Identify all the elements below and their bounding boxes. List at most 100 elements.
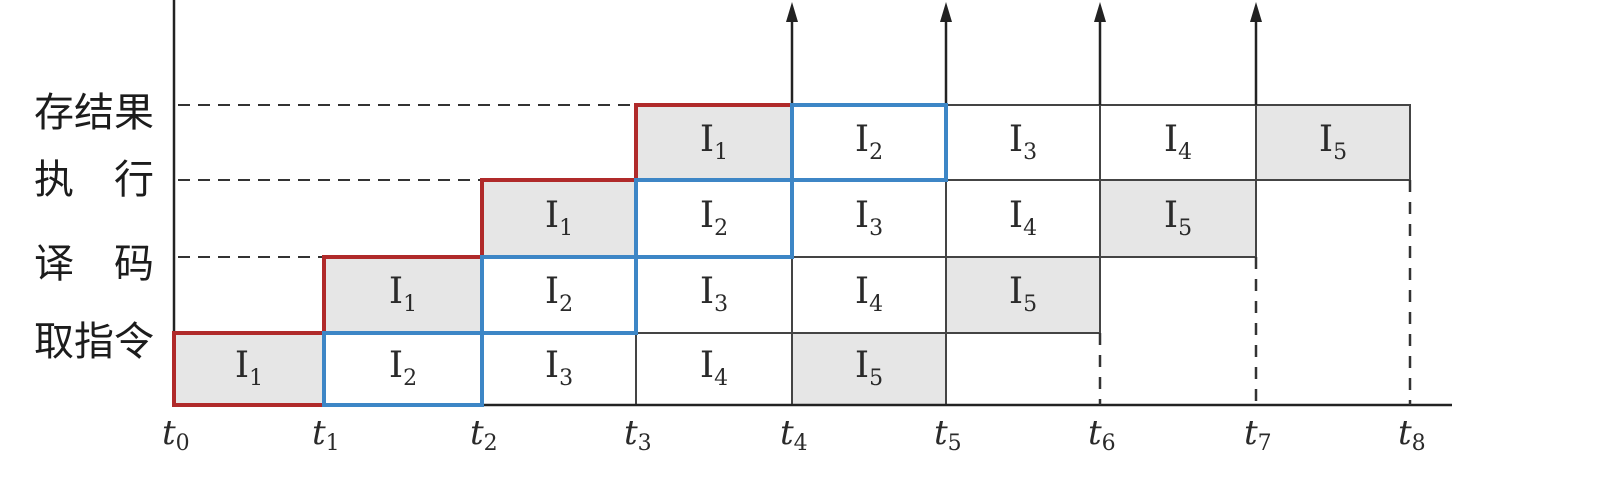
cell-label-index: 2 bbox=[714, 215, 729, 241]
time-tick-index: 0 bbox=[175, 431, 190, 456]
time-tick-symbol: t bbox=[312, 413, 326, 453]
cell-label-index: 1 bbox=[714, 139, 729, 165]
cell-label-symbol: I bbox=[699, 345, 715, 386]
cell-label-I2-decode: I2 bbox=[545, 274, 573, 316]
time-tick-label-t2: t2 bbox=[470, 416, 498, 455]
cell-label-index: 1 bbox=[559, 215, 574, 241]
cell-label-symbol: I bbox=[1008, 271, 1024, 312]
time-tick-symbol: t bbox=[780, 413, 794, 453]
cell-label-I1-store: I1 bbox=[699, 118, 729, 165]
time-tick-label-t0: t0 bbox=[162, 416, 190, 455]
cell-label-index: 3 bbox=[1023, 139, 1038, 165]
cell-label-index: 5 bbox=[1023, 292, 1038, 317]
cell-label-index: 1 bbox=[403, 292, 418, 317]
time-tick-symbol: t bbox=[1088, 413, 1102, 453]
time-tick-label-t1: t1 bbox=[312, 416, 340, 455]
time-tick-label-t7: t7 bbox=[1244, 416, 1272, 455]
time-tick-index: 6 bbox=[1101, 431, 1116, 456]
time-tick-index: 5 bbox=[947, 431, 962, 456]
cell-label-I4-store: I4 bbox=[1163, 118, 1193, 165]
cell-label-symbol: I bbox=[544, 271, 560, 312]
cell-label-index: 2 bbox=[869, 139, 884, 165]
cell-label-symbol: I bbox=[388, 271, 404, 312]
cell-label-index: 3 bbox=[559, 366, 574, 391]
cell-label-I2-store: I2 bbox=[854, 118, 884, 165]
cell-label-index: 5 bbox=[1333, 139, 1348, 165]
shaded-cell-I5-store bbox=[1256, 105, 1410, 180]
time-tick-index: 2 bbox=[483, 431, 498, 456]
cell-label-I4-decode: I4 bbox=[855, 274, 883, 316]
cell-label-index: 5 bbox=[1178, 215, 1193, 241]
time-tick-label-t8: t8 bbox=[1398, 416, 1426, 455]
cell-label-symbol: I bbox=[234, 345, 250, 386]
cell-label-I5-fetch: I5 bbox=[855, 348, 883, 390]
cell-label-index: 3 bbox=[714, 292, 729, 317]
cell-label-index: 2 bbox=[559, 292, 574, 317]
cell-outline-I5-store bbox=[1255, 104, 1411, 181]
cell-label-symbol: I bbox=[699, 194, 715, 236]
cell-label-I4-execute: I4 bbox=[1009, 197, 1038, 241]
shaded-cell-I5-execute bbox=[1100, 180, 1256, 257]
time-tick-index: 4 bbox=[793, 431, 808, 456]
cell-label-I5-execute: I5 bbox=[1163, 194, 1193, 241]
cell-label-I5-store: I5 bbox=[1319, 121, 1348, 165]
stage-label-decode: 译 码 bbox=[34, 241, 154, 287]
stage-label-fetch: 取指令 bbox=[34, 319, 154, 365]
stage-label-store: 存结果 bbox=[34, 90, 154, 136]
time-tick-symbol: t bbox=[624, 413, 638, 453]
time-tick-label-t4: t4 bbox=[780, 416, 808, 455]
completion-arrowhead-t7 bbox=[1250, 2, 1262, 22]
stage-label-execute: 执 行 bbox=[34, 157, 154, 203]
shaded-cell-I1-decode bbox=[324, 257, 482, 333]
time-tick-symbol: t bbox=[470, 413, 484, 453]
cell-label-I3-execute: I3 bbox=[854, 194, 884, 241]
cell-label-symbol: I bbox=[699, 271, 715, 312]
shaded-cell-I1-store bbox=[636, 105, 792, 180]
cell-label-symbol: I bbox=[854, 194, 870, 236]
cell-label-I3-store: I3 bbox=[1008, 118, 1038, 165]
cell-label-index: 4 bbox=[1023, 215, 1038, 241]
cell-label-I2-execute: I2 bbox=[699, 194, 729, 241]
cell-label-symbol: I bbox=[1163, 194, 1179, 236]
completion-arrowhead-t5 bbox=[940, 2, 952, 22]
cell-label-I3-decode: I3 bbox=[700, 274, 728, 316]
cell-label-symbol: I bbox=[1008, 118, 1024, 160]
cell-label-index: 2 bbox=[403, 366, 418, 391]
cell-label-index: 5 bbox=[869, 366, 884, 391]
cell-label-I1-fetch: I1 bbox=[235, 348, 263, 390]
cell-label-I4-fetch: I4 bbox=[700, 348, 728, 390]
cell-label-index: 1 bbox=[249, 366, 264, 391]
cell-label-symbol: I bbox=[388, 345, 404, 386]
time-tick-label-t5: t5 bbox=[934, 416, 962, 455]
time-tick-symbol: t bbox=[934, 413, 948, 453]
cell-label-symbol: I bbox=[1163, 118, 1179, 160]
shaded-cell-I5-decode bbox=[946, 257, 1100, 333]
cell-label-index: 4 bbox=[869, 292, 884, 317]
cell-label-symbol: I bbox=[854, 345, 870, 386]
cell-label-index: 4 bbox=[714, 366, 729, 391]
time-tick-symbol: t bbox=[1398, 413, 1412, 453]
cell-label-symbol: I bbox=[544, 194, 560, 236]
cell-label-symbol: I bbox=[854, 118, 870, 160]
cell-label-symbol: I bbox=[854, 271, 870, 312]
cell-outline-I5-execute bbox=[1099, 179, 1257, 258]
time-tick-index: 7 bbox=[1257, 431, 1272, 456]
time-tick-label-t6: t6 bbox=[1088, 416, 1116, 455]
time-tick-symbol: t bbox=[162, 413, 176, 453]
cell-label-I1-decode: I1 bbox=[389, 274, 417, 316]
time-tick-label-t3: t3 bbox=[624, 416, 652, 455]
time-tick-index: 3 bbox=[637, 431, 652, 456]
cell-label-I1-execute: I1 bbox=[544, 194, 574, 241]
cell-label-symbol: I bbox=[699, 118, 715, 160]
time-tick-symbol: t bbox=[1244, 413, 1258, 453]
shaded-cell-I1-execute bbox=[482, 180, 636, 257]
cell-label-I2-fetch: I2 bbox=[389, 348, 417, 390]
time-tick-index: 8 bbox=[1411, 431, 1426, 456]
cell-outline-I5-decode bbox=[945, 256, 1101, 334]
shaded-cell-I5-fetch bbox=[792, 333, 946, 405]
cell-label-index: 4 bbox=[1178, 139, 1193, 165]
cell-label-I5-decode: I5 bbox=[1009, 274, 1037, 316]
cell-label-index: 3 bbox=[869, 215, 884, 241]
